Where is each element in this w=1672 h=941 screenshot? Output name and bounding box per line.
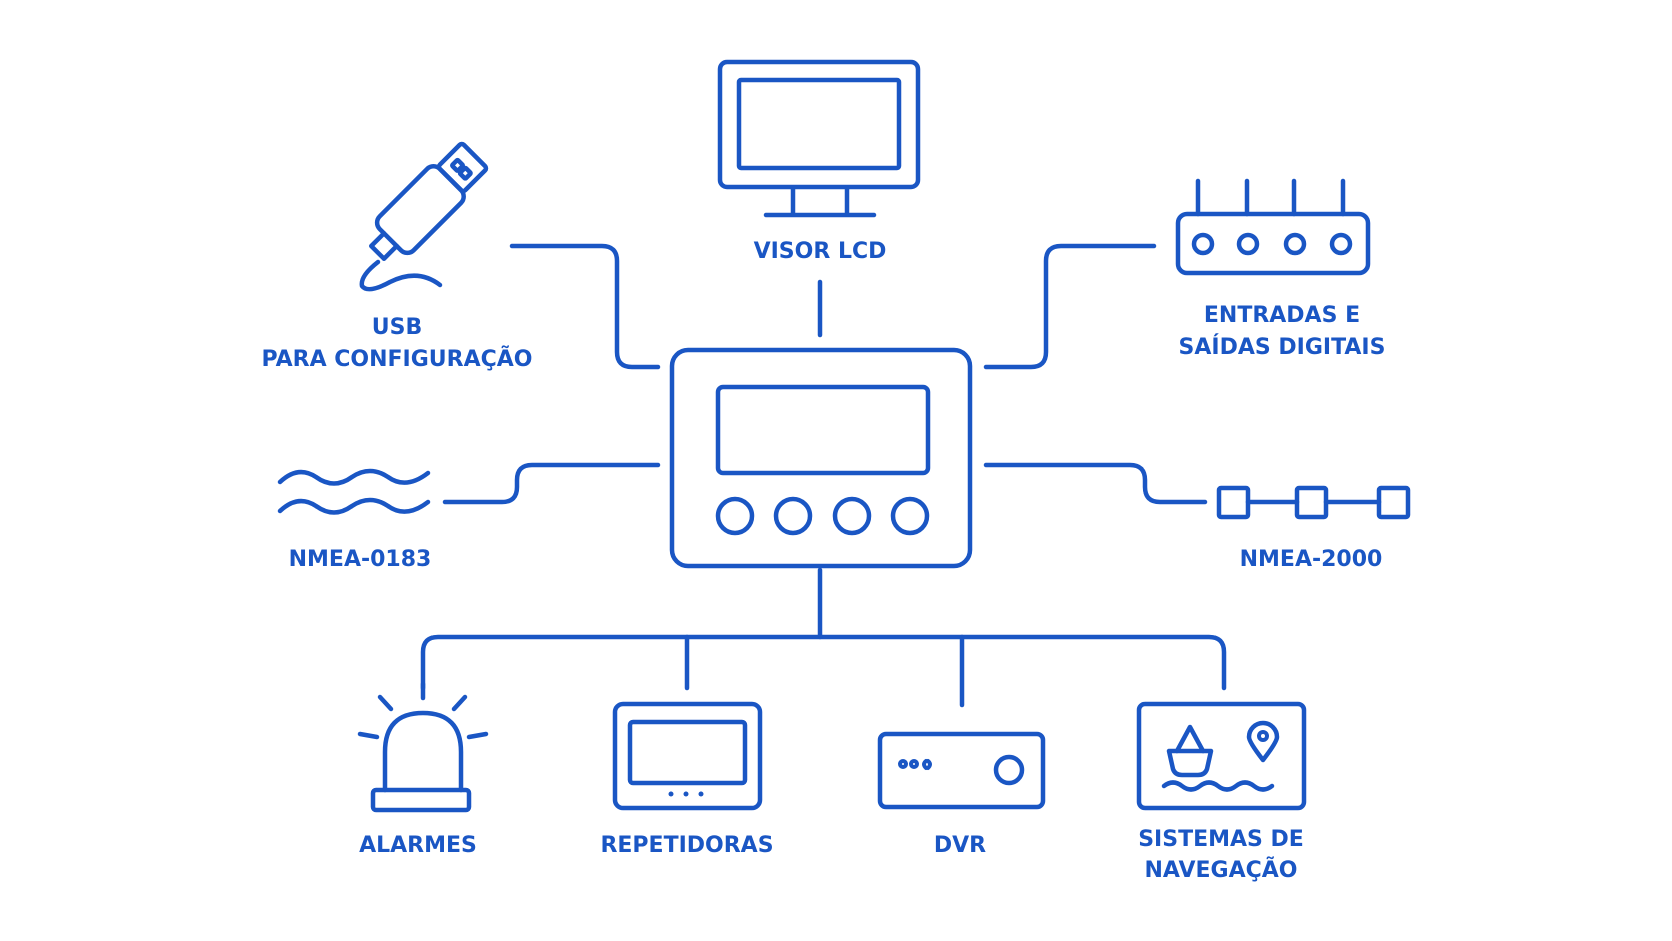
- controller-device-icon: [669, 347, 973, 569]
- siren-icon: [357, 681, 489, 813]
- connector-usb: [509, 243, 661, 370]
- digital-label-line1: ENTRADAS E: [1204, 303, 1360, 328]
- waves-icon: [277, 468, 431, 515]
- router-icon: [1175, 178, 1371, 276]
- connector-nmea0183: [442, 462, 661, 505]
- visor-label: VISOR LCD: [754, 239, 887, 264]
- connector-nmea2000: [983, 462, 1208, 505]
- display-repeater-icon: [612, 701, 763, 811]
- usb-label-line2: PARA CONFIGURAÇÃO: [262, 346, 533, 372]
- usb-label-line1: USB: [372, 315, 422, 340]
- bus-chain-icon: [1216, 485, 1411, 520]
- alarmes-label: ALARMES: [359, 833, 477, 858]
- monitor-icon: [717, 59, 921, 218]
- navegacao-label-line1: SISTEMAS DE: [1138, 827, 1304, 852]
- digital-label-line2: SAÍDAS DIGITAIS: [1179, 334, 1386, 360]
- connector-digital: [983, 243, 1157, 370]
- nmea2000-label: NMEA-2000: [1240, 547, 1383, 572]
- nmea0183-label: NMEA-0183: [289, 547, 432, 572]
- usb-icon: [359, 141, 489, 292]
- navigation-map-icon: [1136, 701, 1307, 811]
- dvr-label: DVR: [934, 833, 986, 858]
- dvr-icon: [877, 731, 1046, 810]
- repetidoras-label: REPETIDORAS: [600, 833, 773, 858]
- connectors: [420, 243, 1227, 708]
- navegacao-label-line2: NAVEGAÇÃO: [1145, 857, 1298, 883]
- connector-bus-horizontal: [420, 634, 1227, 691]
